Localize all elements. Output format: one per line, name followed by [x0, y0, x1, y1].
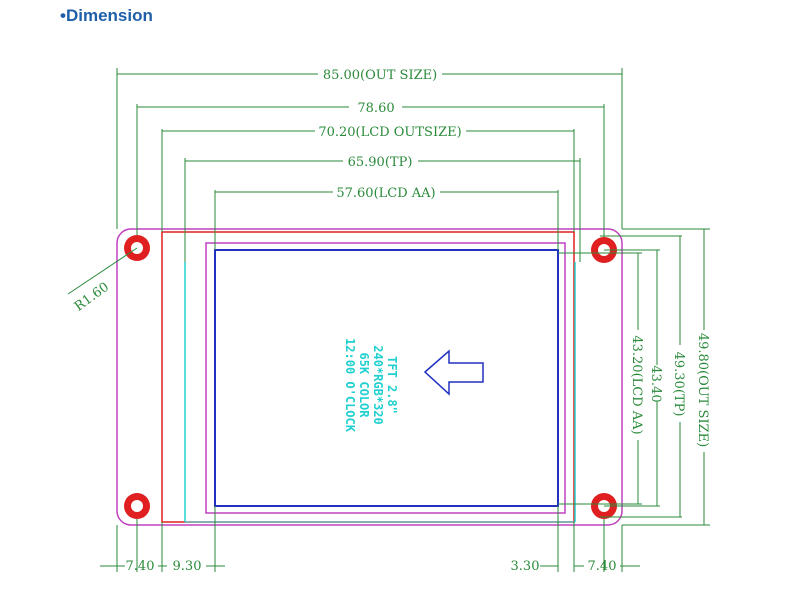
dim-tp-width: 65.90(TP) [348, 155, 413, 170]
dim-out-size-height: 49.80(OUT SIZE) [695, 333, 710, 447]
panel-text-resolution: 240*RGB*320 [371, 345, 385, 424]
panel-text-orientation: 12:00 O'CLOCK [343, 338, 357, 433]
board-outline [116, 228, 623, 526]
orientation-arrow-icon [423, 349, 484, 396]
dim-hole-span-height: 43.40 [648, 365, 663, 402]
dim-left-inner: 9.30 [173, 559, 202, 574]
panel-text-color: 65K COLOR [357, 352, 371, 418]
dim-lcd-outsize-width: 70.20(LCD OUTSIZE) [318, 125, 461, 140]
panel-text-model: TFT 2.8" [385, 356, 399, 414]
section-heading: •Dimension [60, 6, 153, 25]
dim-lcd-aa-height: 43.20(LCD AA) [629, 335, 644, 434]
dim-right-inner: 3.30 [511, 559, 540, 574]
dim-hole-span-width: 78.60 [357, 101, 394, 116]
dim-hole-radius: R1.60 [72, 280, 112, 315]
dim-right-margin: 7.40 [588, 559, 617, 574]
dim-lcd-aa-width: 57.60(LCD AA) [336, 186, 435, 201]
dim-left-margin: 7.40 [126, 559, 155, 574]
dim-out-size-width: 85.00(OUT SIZE) [323, 68, 437, 83]
dim-tp-height: 49.30(TP) [671, 352, 686, 417]
lcd-active-area [214, 249, 559, 507]
tp-outline [205, 242, 566, 514]
mounting-hole-bottom-left [124, 493, 150, 519]
